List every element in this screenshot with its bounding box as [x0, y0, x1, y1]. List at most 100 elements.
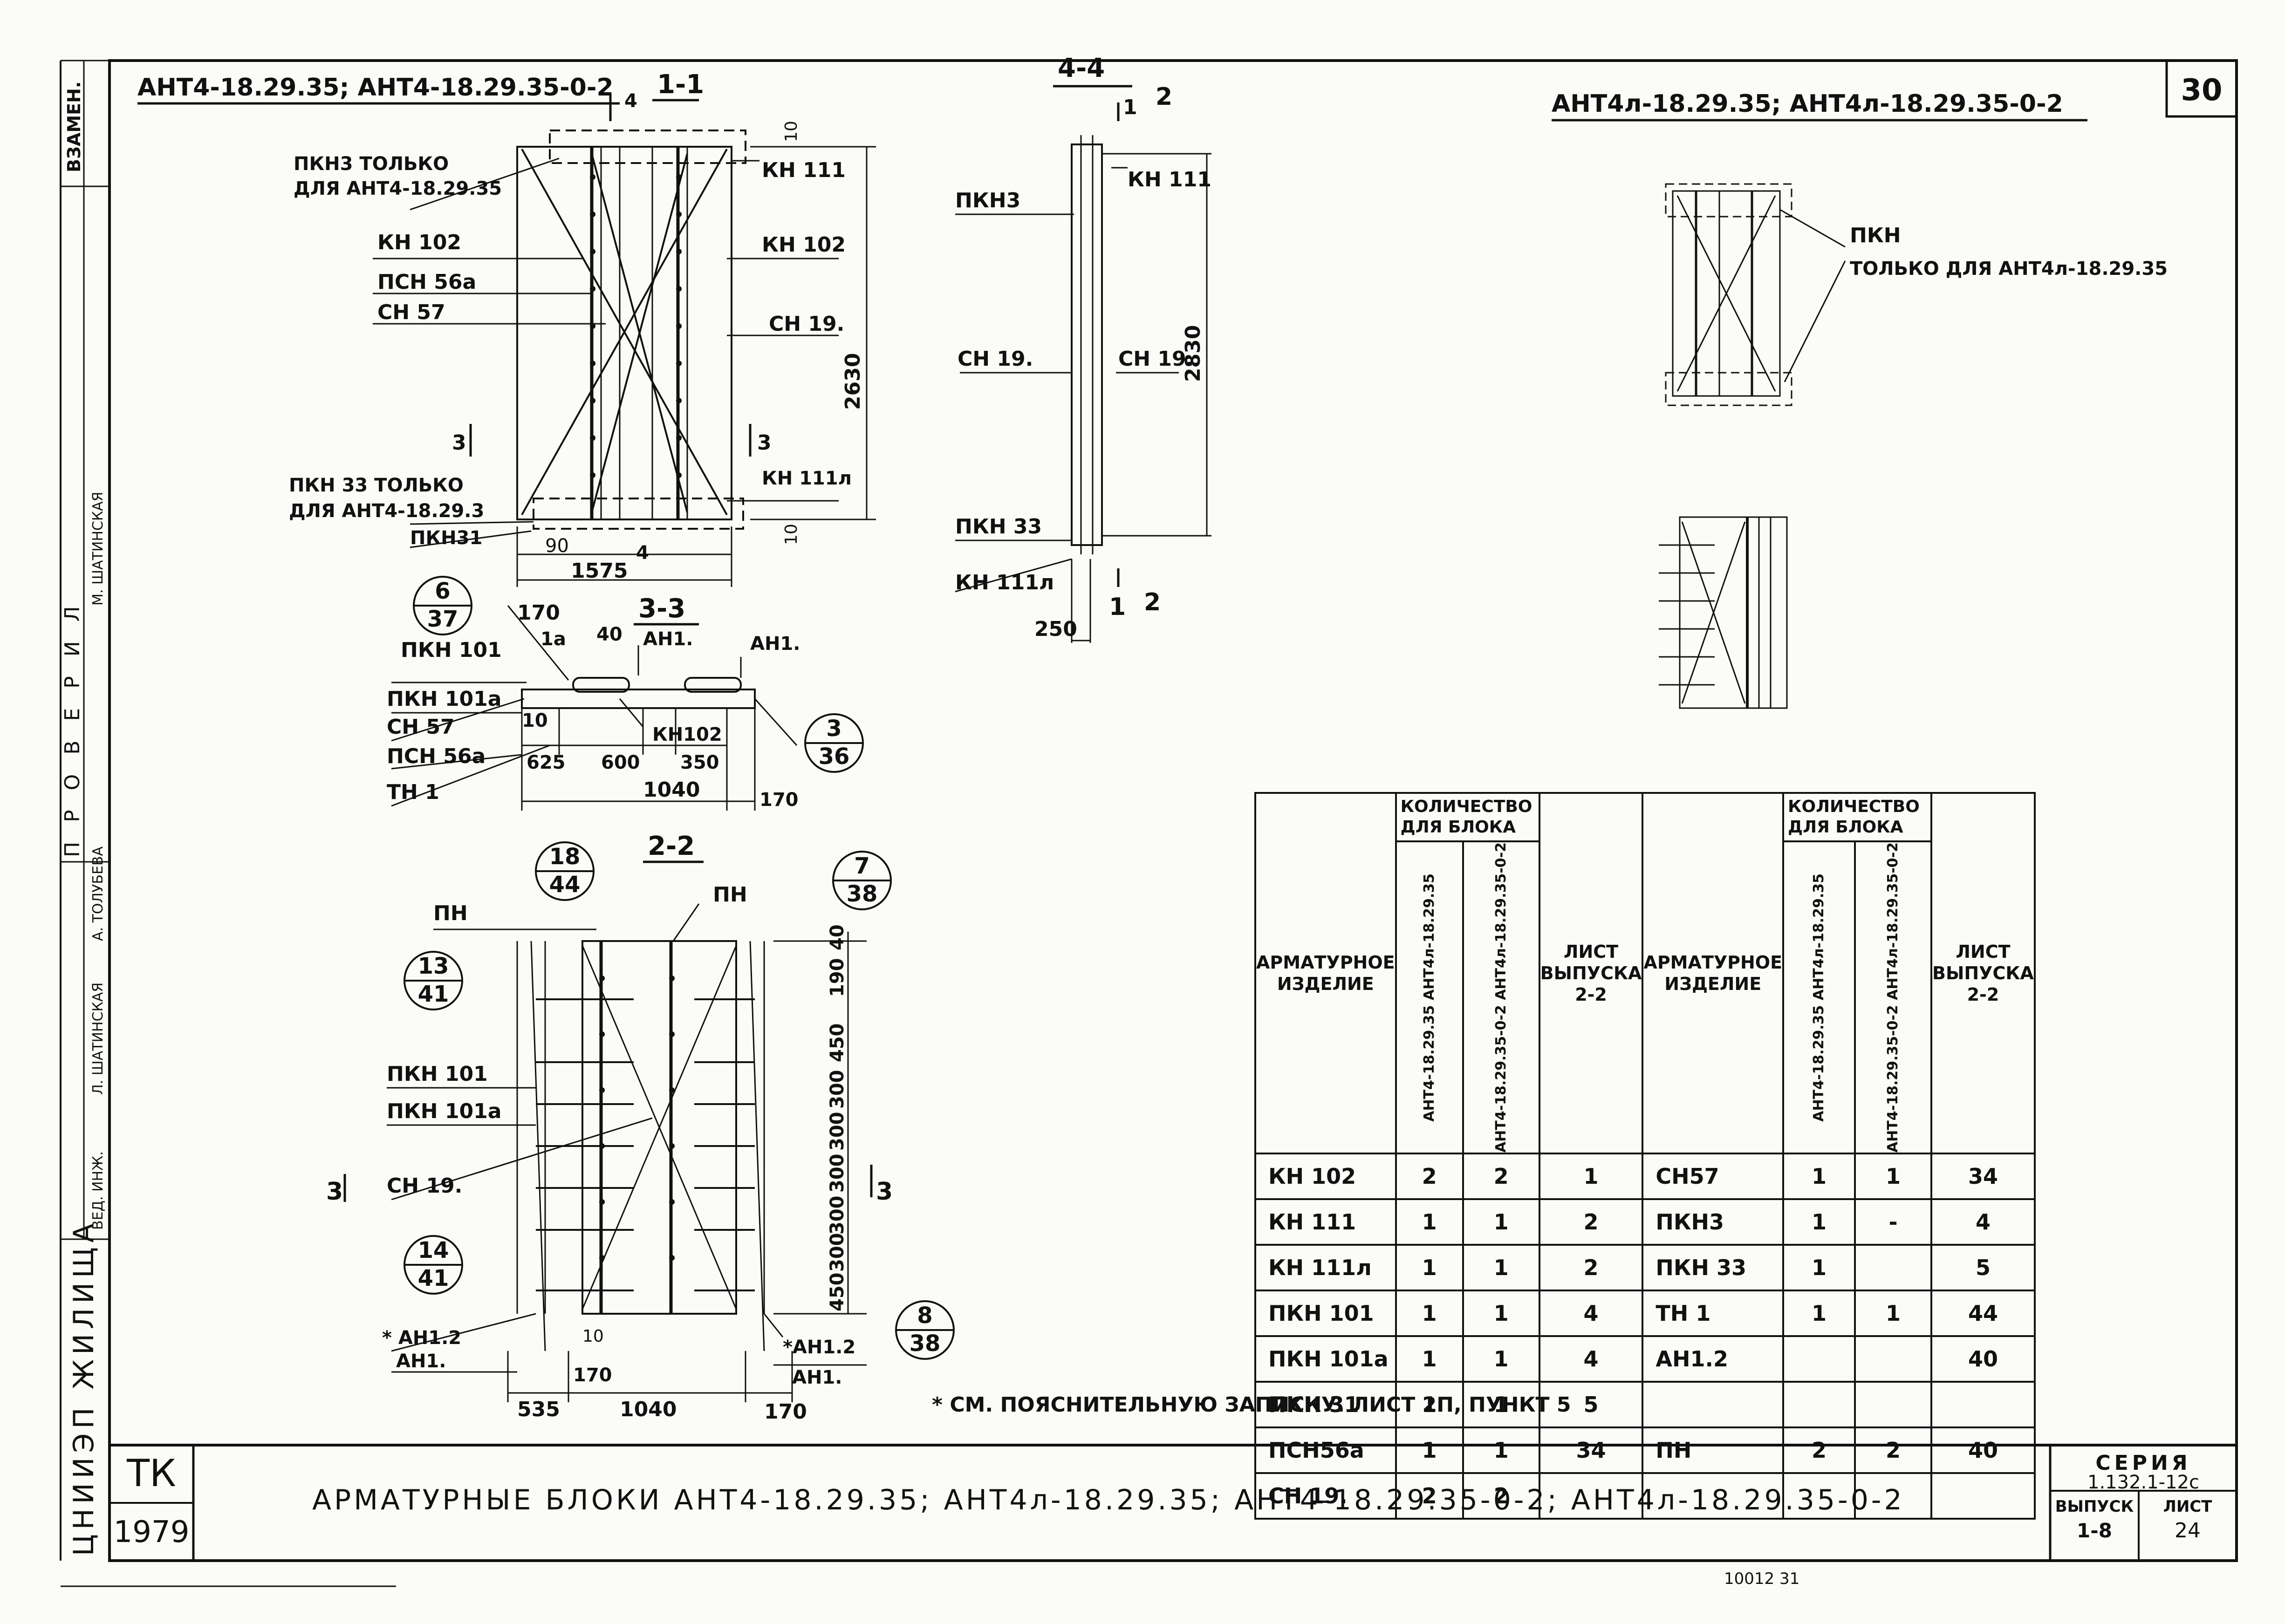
cell	[1782, 1335, 1856, 1383]
cell: 1	[1782, 1198, 1856, 1246]
sheet-number: 30	[2181, 73, 2222, 108]
callout-6-top: 14	[418, 1237, 449, 1263]
section-1-1-label: 1-1	[657, 69, 704, 100]
label-pkn33: ПКН 33	[955, 515, 1042, 539]
th-sheet-b: ЛИСТ ВЫПУСКА 2-2	[1930, 792, 2036, 1155]
dim-1a: 1а	[540, 628, 566, 650]
dim-1040: 1040	[643, 778, 700, 802]
th-item-b: АРМАТУРНОЕ ИЗДЕЛИЕ	[1642, 792, 1785, 1155]
label-pkn3: ПКН3	[955, 189, 1020, 212]
label-sn19: СН 19.	[769, 312, 844, 336]
vypusk-label: ВЫПУСК	[2055, 1497, 2134, 1516]
label-psn56a: ПСН 56а	[387, 744, 486, 768]
view-2-2: 2-2	[326, 831, 893, 1424]
dim-170-a: 170	[573, 1365, 612, 1386]
callout-1-bottom: 37	[427, 606, 458, 632]
header-left: АНТ4-18.29.35; АНТ4-18.29.35-0-2	[137, 74, 614, 102]
right-view-top	[1665, 183, 1846, 406]
view-1-1: 1-1	[289, 69, 876, 587]
sec4-top: 4	[624, 90, 637, 112]
label-kn102-right: КН 102	[762, 233, 846, 257]
cell	[1854, 1335, 1933, 1383]
detail-callout-text: 6 37 3 36 18 44 7 38 13 41 14 41 8 38	[418, 578, 941, 1357]
label-only-for-right: ТОЛЬКО ДЛЯ АНТ4л-18.29.35	[1850, 258, 2168, 280]
callout-4-bottom: 38	[847, 881, 878, 907]
th-item-a: АРМАТУРНОЕ ИЗДЕЛИЕ	[1254, 792, 1397, 1155]
vypusk-value: 1-8	[2077, 1519, 2112, 1542]
dim-1575: 1575	[571, 559, 628, 583]
callout-1-top: 6	[435, 578, 450, 604]
cell: 2	[1538, 1198, 1644, 1246]
cell: ПКН 33	[1642, 1244, 1785, 1292]
cell: 2	[1395, 1472, 1464, 1520]
vdim-5: 300	[827, 1154, 848, 1193]
cell: 1	[1462, 1381, 1540, 1429]
vdim-2: 450	[827, 1024, 848, 1063]
label-pkn33-for: ДЛЯ АНТ4-18.29.3	[289, 500, 484, 522]
cell: КН 111	[1254, 1198, 1397, 1246]
th-sheet-a: ЛИСТ ВЫПУСКА 2-2	[1538, 792, 1644, 1155]
seriya-value: 1.132.1-12с	[2087, 1472, 2199, 1493]
cell: 34	[1538, 1426, 1644, 1474]
cell	[1642, 1472, 1785, 1520]
cell: 1	[1538, 1153, 1644, 1201]
callout-3-bottom: 44	[549, 872, 581, 898]
cell: 1	[1462, 1290, 1540, 1337]
bottom-note: 10012 31	[1724, 1569, 1799, 1588]
section-2-2-label: 2-2	[648, 831, 695, 861]
vdim-4: 300	[827, 1112, 848, 1151]
cell: -	[1854, 1198, 1933, 1246]
list-value: 24	[2175, 1519, 2201, 1542]
cell: 1	[1395, 1335, 1464, 1383]
th-col1-a: АНТ4-18.29.35 АНТ4л-18.29.35	[1395, 840, 1464, 1155]
cell	[1930, 1472, 2036, 1520]
label-an1-left: АН1.	[396, 1351, 446, 1372]
cell	[1782, 1381, 1856, 1429]
cell	[1930, 1381, 2036, 1429]
callout-4-top: 7	[854, 853, 869, 879]
dim-10-bottom: 10	[782, 524, 801, 545]
cell	[1854, 1381, 1933, 1429]
cell: 1	[1854, 1153, 1933, 1201]
label-sn57: СН 57	[387, 715, 455, 739]
cell: 4	[1538, 1335, 1644, 1383]
label-pkn3-only: ПКН3 ТОЛЬКО	[294, 153, 449, 175]
cell: ПН	[1642, 1426, 1785, 1474]
callout-3-top: 18	[549, 844, 581, 870]
th-col2-b: АНТ4-18.29.35-0-2 АНТ4л-18.29.35-0-2	[1854, 840, 1933, 1155]
dim-90: 90	[545, 535, 569, 557]
cell: 4	[1538, 1290, 1644, 1337]
label-an12-right: *АН1.2	[783, 1337, 855, 1358]
vdim-0: 40	[827, 924, 848, 950]
cell: ПСН56а	[1254, 1426, 1397, 1474]
cell: ПКН 31	[1254, 1381, 1397, 1429]
cell: 1	[1854, 1290, 1933, 1337]
label-kn111l: КН 111л	[955, 571, 1054, 594]
label-an1-b: АН1.	[750, 633, 800, 655]
label-pkn31: ПКН31	[410, 527, 482, 549]
header-right: АНТ4л-18.29.35; АНТ4л-18.29.35-0-2	[1552, 90, 2063, 118]
label-sn19: СН 19.	[387, 1174, 462, 1198]
label-kn111: КН 111	[1128, 168, 1211, 191]
right-view-bottom	[1659, 516, 1788, 709]
label-kn111l: КН 111л	[762, 468, 852, 489]
label-tn1: ТН 1	[387, 780, 439, 804]
th-qty-b: КОЛИЧЕСТВО ДЛЯ БЛОКА	[1782, 792, 1933, 842]
label-pn-right: ПН	[713, 883, 747, 907]
label-psn56a: ПСН 56а	[377, 270, 476, 294]
label-pkn-right: ПКН	[1850, 224, 1901, 247]
view-4-4: 4-4 ПКН3 КН 111 СН 19. СН 19. 2830 ПКН 3…	[955, 53, 1211, 643]
callout-5-bottom: 41	[418, 981, 449, 1007]
cell: 1	[1462, 1426, 1540, 1474]
list-label: ЛИСТ	[2163, 1497, 2213, 1516]
cell: 1	[1462, 1244, 1540, 1292]
label-an12-left: * АН1.2	[382, 1327, 461, 1349]
dim-2630: 2630	[841, 353, 865, 410]
detail-callouts	[404, 576, 955, 1360]
num-2-top: 2	[1156, 83, 1172, 111]
stamp-name-1: Л. ШАТИНСКАЯ	[90, 983, 106, 1095]
vdim-1: 190	[827, 958, 848, 997]
specification-table: АРМАТУРНОЕ ИЗДЕЛИЕ КОЛИЧЕСТВО ДЛЯ БЛОКА …	[1254, 792, 2036, 1520]
